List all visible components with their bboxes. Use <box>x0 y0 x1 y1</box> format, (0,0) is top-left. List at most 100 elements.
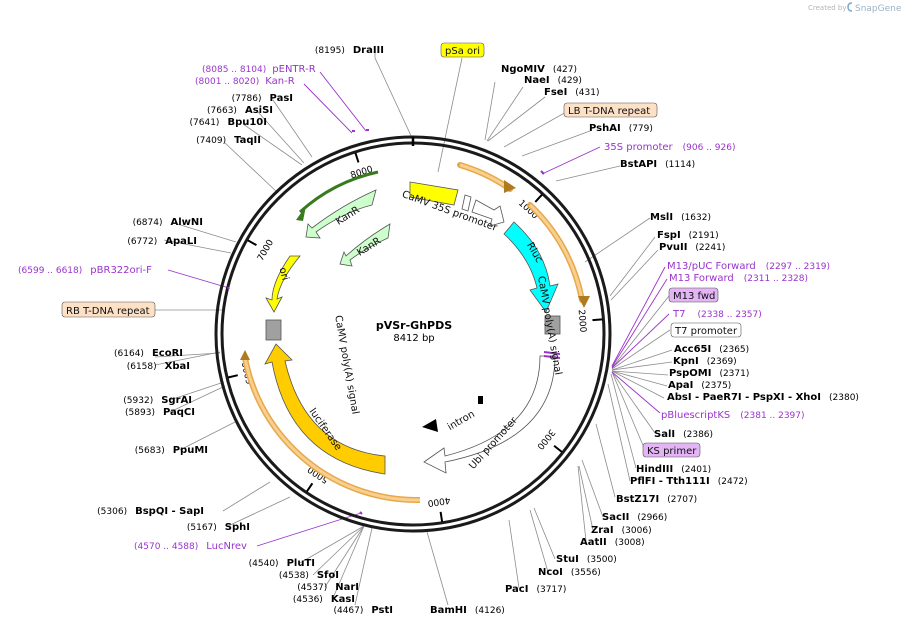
primer-leader-line <box>303 83 353 134</box>
primer-range: (2311 .. 2328) <box>744 274 808 284</box>
boxed-label-bg <box>61 301 156 318</box>
site-name: FspI <box>657 230 681 241</box>
site-name: XbaI <box>165 361 190 372</box>
site-label: BamHI(4126) <box>430 605 505 616</box>
arc-arrowhead <box>296 206 306 221</box>
ruler-tick <box>305 482 314 493</box>
site-label: FspI(2191) <box>657 230 719 241</box>
primer-label-m13-forward: M13 Forward(2311 .. 2328) <box>669 273 808 284</box>
site-name: AatII <box>580 537 607 548</box>
site-label: MslI(1632) <box>650 212 711 223</box>
leader-line <box>611 349 673 371</box>
feature-label-intron: intron <box>446 409 477 433</box>
site-name: SphI <box>225 522 250 533</box>
site-position: (5932) <box>123 396 153 406</box>
site-name: PvuII <box>659 242 687 253</box>
leader-line <box>299 525 365 564</box>
feature-kanr-2 <box>339 223 391 267</box>
leader-line <box>484 81 496 141</box>
feature-ori <box>265 255 301 313</box>
site-position: (2401) <box>681 465 711 475</box>
site-label: (7786)PasI <box>232 93 293 104</box>
site-label: (6164)EcoRI <box>114 348 183 359</box>
leader-line <box>610 373 637 469</box>
primer-mark <box>227 286 230 290</box>
site-name: KpnI <box>673 356 699 367</box>
boxed-label-psa-ori: pSa ori <box>440 42 485 58</box>
site-name: HindIII <box>636 464 673 475</box>
site-name: AsiSI <box>245 105 273 116</box>
site-label: SacII(2966) <box>602 512 667 523</box>
leader-line <box>521 130 591 157</box>
leader-line <box>611 329 671 370</box>
ruler-tick <box>534 193 543 203</box>
primer-leader-line <box>167 269 230 289</box>
primer-range: (8001 .. 8020) <box>195 77 259 87</box>
feature-ubi-promoter <box>423 355 556 474</box>
leader-line <box>257 111 305 164</box>
site-label: ApaI(2375) <box>668 380 731 391</box>
leader-line <box>179 420 238 451</box>
leader-line <box>611 370 668 387</box>
leader-line <box>611 361 673 371</box>
site-position: (2380) <box>829 393 859 403</box>
site-name: BstZ17I <box>616 494 659 505</box>
site-name: ZraI <box>591 525 614 536</box>
boxed-label-text: M13 fwd <box>673 291 715 302</box>
boxed-labels: pSa ori LB T-DNA repeat M13 fwd T7 promo… <box>61 42 742 458</box>
site-label: PvuII(2241) <box>659 242 725 253</box>
leader-line <box>272 99 313 158</box>
site-label: (6874)AlwNI <box>133 217 203 228</box>
feature-camv-polya-left <box>265 319 282 341</box>
site-position: (3556) <box>571 568 601 578</box>
site-position: (5306) <box>97 507 127 517</box>
ruler-tick <box>439 511 444 522</box>
primer-range: (6599 .. 6618) <box>18 266 82 276</box>
leader-line <box>581 459 604 518</box>
site-position: (2472) <box>718 477 748 487</box>
leader-line <box>486 86 524 142</box>
site-name: Acc65I <box>674 344 711 355</box>
leader-line <box>312 525 365 576</box>
primer-mark <box>543 351 561 355</box>
site-position: (4467) <box>333 606 363 616</box>
site-position: (7786) <box>232 94 262 104</box>
leader-line <box>577 465 587 542</box>
primer-name: T7 <box>672 309 685 320</box>
ruler-label: 4000 <box>427 494 451 507</box>
site-position: (2371) <box>719 369 749 379</box>
site-label: SalI(2386) <box>654 429 713 440</box>
site-position: (429) <box>558 76 582 86</box>
snapgene-logo-icon <box>847 2 853 12</box>
leader-line <box>503 110 569 148</box>
boxed-label-m13-fwd: M13 fwd <box>668 287 719 303</box>
site-name: Bpu10I <box>227 117 267 128</box>
boxed-label-bg <box>668 287 719 303</box>
leader-line <box>169 385 226 413</box>
site-label: PacI(3717) <box>505 584 566 595</box>
leader-line <box>437 57 463 173</box>
site-position: (1114) <box>665 160 695 170</box>
site-name: KasI <box>331 594 355 605</box>
site-name: PluTI <box>287 558 315 569</box>
primer-leader-line <box>611 278 668 368</box>
ruler-label: 7000 <box>256 238 276 263</box>
site-label: (5306)BspQI - SapI <box>97 506 204 517</box>
site-name: ApaI <box>668 380 693 391</box>
site-name: MslI <box>650 212 673 223</box>
boxed-label-text: RB T-DNA repeat <box>66 306 150 317</box>
site-label: Acc65I(2365) <box>674 344 749 355</box>
primer-labels: (8085 .. 8104)pENTR-R (8001 .. 8020)Kan-… <box>18 64 830 552</box>
primer-label-pbr322ori-f: (6599 .. 6618)pBR322ori-F <box>18 265 152 276</box>
feature-intron <box>422 419 438 432</box>
site-name: FseI <box>544 87 567 98</box>
leader-line <box>611 295 670 369</box>
primer-leader-line <box>611 371 661 414</box>
leader-line <box>222 481 271 512</box>
site-label: HindIII (2401) <box>636 464 711 475</box>
site-label: ZraI(3006) <box>591 525 652 536</box>
boxed-label-text: pSa ori <box>445 46 480 57</box>
feature-label-camv-polya-left: CaMV poly(A) signal <box>332 314 360 415</box>
site-label: PflFI - Tth111I(2472) <box>630 476 748 487</box>
